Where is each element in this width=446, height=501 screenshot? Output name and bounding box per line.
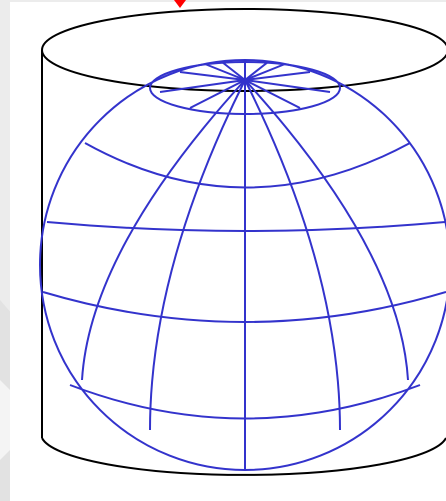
meridian-right-1 <box>245 80 340 430</box>
meridian-left-1 <box>150 80 245 430</box>
red-arrow-marker <box>174 0 186 8</box>
globe-outline <box>40 60 446 470</box>
parallel-line-2 <box>85 143 410 188</box>
globe-graticule <box>40 60 446 470</box>
